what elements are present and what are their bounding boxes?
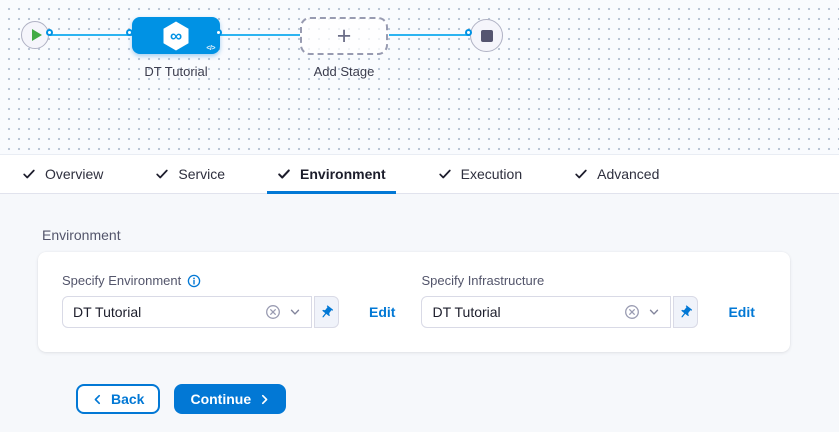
stage-node-label: DT Tutorial (144, 64, 208, 79)
tab-label: Environment (300, 166, 386, 182)
tab-label: Overview (45, 166, 104, 182)
pipeline-canvas: ∞ </> DT Tutorial + Add Stage (0, 0, 839, 155)
check-icon (278, 169, 290, 179)
chevron-down-icon[interactable] (647, 305, 661, 319)
connector-line (220, 34, 300, 36)
environment-edit-link[interactable]: Edit (369, 304, 396, 320)
chevron-down-icon[interactable] (288, 305, 302, 319)
connector-line (389, 34, 473, 36)
continue-button-label: Continue (190, 391, 252, 407)
tab-label: Execution (460, 166, 523, 182)
clear-icon[interactable] (624, 304, 640, 320)
connector-line (50, 34, 132, 36)
field-label: Specify Environment (62, 273, 182, 288)
pin-button[interactable] (314, 296, 339, 328)
infrastructure-field-group: Specify Infrastructure (421, 273, 755, 328)
tab-label: Service (178, 166, 226, 182)
code-badge-icon: </> (206, 45, 215, 52)
tab-environment[interactable]: Environment (267, 155, 396, 194)
infrastructure-select-value[interactable] (422, 304, 618, 320)
chevron-right-icon (262, 394, 268, 404)
add-stage-button[interactable]: + (300, 17, 388, 55)
node-port[interactable] (46, 29, 53, 36)
node-port[interactable] (126, 29, 133, 36)
wizard-footer: Back Continue (76, 384, 839, 414)
check-icon (438, 169, 451, 179)
chevron-left-icon (94, 394, 101, 404)
pipeline-start-node[interactable] (21, 21, 49, 49)
infrastructure-edit-link[interactable]: Edit (728, 304, 755, 320)
node-port[interactable] (215, 29, 222, 36)
tab-overview[interactable]: Overview (12, 155, 113, 193)
field-label: Specify Infrastructure (421, 273, 545, 288)
check-icon (156, 169, 169, 179)
environment-tab-panel: Environment Specify Environment (0, 194, 839, 432)
check-icon (575, 169, 587, 179)
back-button[interactable]: Back (76, 384, 161, 414)
check-icon (23, 169, 35, 179)
tab-execution[interactable]: Execution (428, 155, 532, 193)
environment-select[interactable] (62, 296, 312, 328)
node-port[interactable] (465, 29, 472, 36)
stage-node-dt-tutorial[interactable]: ∞ </> (132, 17, 220, 54)
infrastructure-select[interactable] (421, 296, 672, 328)
section-title: Environment (42, 227, 121, 243)
pin-icon (322, 305, 334, 317)
plus-icon: + (336, 21, 352, 50)
tab-service[interactable]: Service (145, 155, 235, 193)
pipeline-end-node[interactable] (470, 19, 503, 52)
deploy-hexagon-icon: ∞ (163, 21, 189, 50)
tab-label: Advanced (597, 166, 660, 182)
environment-card: Specify Environment (38, 252, 790, 352)
stage-tabbar: Overview Service Environment Execution A… (0, 155, 839, 194)
infinity-glyph: ∞ (170, 26, 182, 45)
environment-select-value[interactable] (63, 304, 258, 320)
play-icon (31, 29, 42, 41)
environment-field-group: Specify Environment (62, 273, 395, 328)
pin-button[interactable] (673, 296, 699, 328)
stop-icon (480, 29, 493, 42)
add-stage-label: Add Stage (313, 64, 375, 79)
back-button-label: Back (111, 391, 145, 407)
tab-advanced[interactable]: Advanced (564, 155, 669, 193)
continue-button[interactable]: Continue (174, 384, 287, 414)
info-icon[interactable] (187, 274, 201, 288)
clear-icon[interactable] (265, 304, 281, 320)
pin-icon (681, 305, 693, 317)
